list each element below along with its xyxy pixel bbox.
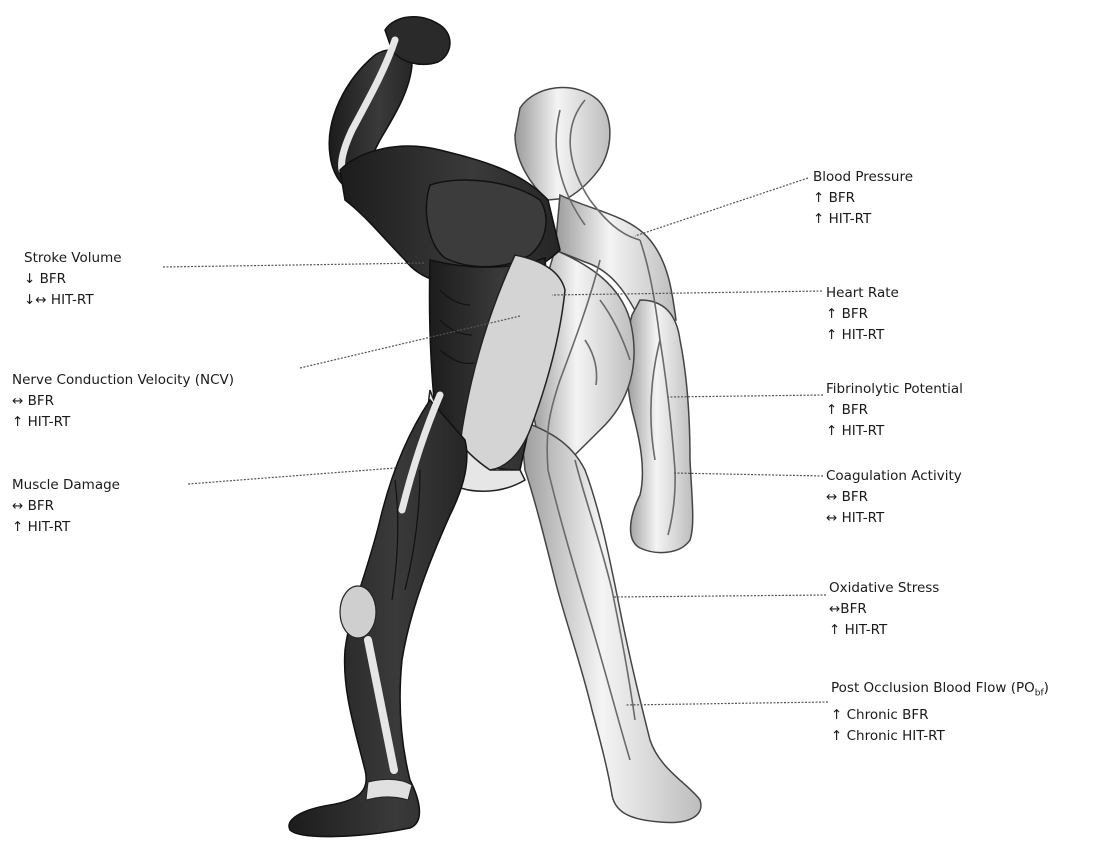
label-post-occlusion: Post Occlusion Blood Flow (PObf) ↑ Chron… bbox=[831, 678, 1049, 747]
label-line: ↔BFR bbox=[829, 599, 939, 620]
label-title: Post Occlusion Blood Flow (PObf) bbox=[831, 678, 1049, 705]
label-line: ↔ BFR bbox=[826, 487, 962, 508]
label-title-sub: bf bbox=[1035, 689, 1044, 699]
label-line: ↓↔ HIT-RT bbox=[24, 290, 122, 311]
label-muscle-damage: Muscle Damage ↔ BFR ↑ HIT-RT bbox=[12, 475, 120, 538]
label-line: ↑ HIT-RT bbox=[826, 421, 963, 442]
label-line: ↑ BFR bbox=[826, 400, 963, 421]
label-line: ↔ BFR bbox=[12, 391, 234, 412]
label-line: ↑ HIT-RT bbox=[12, 412, 234, 433]
leader-fibrinolytic bbox=[668, 395, 823, 397]
label-line: ↑ HIT-RT bbox=[826, 325, 899, 346]
pectoral bbox=[426, 180, 545, 267]
label-title-main: Post Occlusion Blood Flow (PO bbox=[831, 680, 1035, 696]
label-title: Blood Pressure bbox=[813, 167, 913, 188]
label-title: Oxidative Stress bbox=[829, 578, 939, 599]
label-title: Heart Rate bbox=[826, 283, 899, 304]
leader-blood-pressure bbox=[635, 178, 808, 236]
label-title: Muscle Damage bbox=[12, 475, 120, 496]
leader-stroke-volume bbox=[163, 263, 425, 267]
left-leg bbox=[289, 400, 467, 837]
label-line: ↓ BFR bbox=[24, 269, 122, 290]
label-stroke-volume: Stroke Volume ↓ BFR ↓↔ HIT-RT bbox=[24, 248, 122, 311]
label-heart-rate: Heart Rate ↑ BFR ↑ HIT-RT bbox=[826, 283, 899, 346]
label-title-end: ) bbox=[1044, 680, 1049, 696]
label-line: ↑ BFR bbox=[813, 188, 913, 209]
label-title: Fibrinolytic Potential bbox=[826, 379, 963, 400]
leader-coagulation bbox=[673, 473, 823, 476]
label-line: ↑ Chronic HIT-RT bbox=[831, 726, 1049, 747]
label-blood-pressure: Blood Pressure ↑ BFR ↑ HIT-RT bbox=[813, 167, 913, 230]
ankle bbox=[366, 779, 412, 800]
label-title: Coagulation Activity bbox=[826, 466, 962, 487]
label-line: ↔ BFR bbox=[12, 496, 120, 517]
label-line: ↔ HIT-RT bbox=[826, 508, 962, 529]
label-fibrinolytic: Fibrinolytic Potential ↑ BFR ↑ HIT-RT bbox=[826, 379, 963, 442]
leader-oxidative bbox=[613, 595, 826, 597]
label-ncv: Nerve Conduction Velocity (NCV) ↔ BFR ↑ … bbox=[12, 370, 234, 433]
label-line: ↑ HIT-RT bbox=[12, 517, 120, 538]
leader-post-occlusion bbox=[625, 702, 828, 705]
label-title: Stroke Volume bbox=[24, 248, 122, 269]
label-line: ↑ HIT-RT bbox=[829, 620, 939, 641]
label-coagulation: Coagulation Activity ↔ BFR ↔ HIT-RT bbox=[826, 466, 962, 529]
knee-cap bbox=[340, 586, 376, 638]
label-oxidative: Oxidative Stress ↔BFR ↑ HIT-RT bbox=[829, 578, 939, 641]
label-line: ↑ HIT-RT bbox=[813, 209, 913, 230]
leader-muscle-damage bbox=[188, 468, 395, 484]
label-line: ↑ BFR bbox=[826, 304, 899, 325]
label-title: Nerve Conduction Velocity (NCV) bbox=[12, 370, 234, 391]
label-line: ↑ Chronic BFR bbox=[831, 705, 1049, 726]
